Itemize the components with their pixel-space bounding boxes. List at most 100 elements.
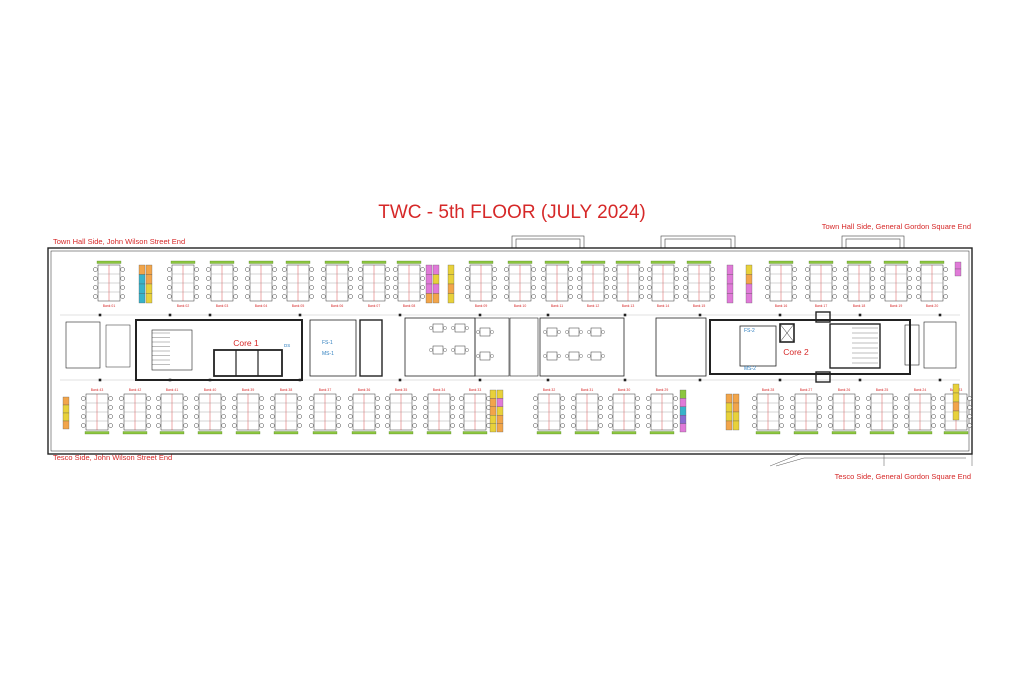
chair [167,294,172,299]
locker-stack [432,264,440,304]
bank-pedestal [907,431,933,435]
chair [560,405,565,410]
bank-label: Bank 01 [103,304,116,308]
chair [571,414,576,419]
locker [732,420,740,431]
chair [321,285,326,290]
chair [221,396,226,401]
chair [601,330,605,334]
chair [683,276,688,281]
chair [635,396,640,401]
chair [459,423,464,428]
chair [167,285,172,290]
chair [931,405,936,410]
chair [358,267,363,272]
bank-pedestal [919,260,945,264]
desk-bank: Bank 43 [81,388,113,435]
chair [843,267,848,272]
chair [940,414,945,419]
chair [167,267,172,272]
chair [108,423,113,428]
chair [183,423,188,428]
chair [233,285,238,290]
chair [577,276,582,281]
chair [940,405,945,410]
bank-pedestal [122,431,148,435]
chair [608,396,613,401]
locker [732,402,740,413]
bank-label: Bank 36 [358,388,371,392]
chair [843,276,848,281]
chair [420,267,425,272]
bank-label: Bank 38 [280,388,293,392]
locker-stack [489,389,497,433]
bank-pedestal [396,260,422,264]
column [858,313,862,317]
locker [489,415,497,424]
chair [604,267,609,272]
bank-pedestal [580,260,606,264]
chair [348,276,353,281]
bank-pedestal [170,260,196,264]
chair [232,396,237,401]
chair [805,267,810,272]
chair [710,285,715,290]
bank-pedestal [943,431,969,435]
chair [309,294,314,299]
column [208,378,212,382]
locker [432,264,440,275]
chair [348,294,353,299]
meeting-table [454,323,466,333]
chair [577,267,582,272]
locker [62,404,70,414]
chair [832,294,837,299]
column [623,313,627,317]
column [546,378,550,382]
bank-label: Bank 09 [475,304,488,308]
chair [272,285,277,290]
chair [893,405,898,410]
chair [565,330,569,334]
chair [233,276,238,281]
chair [880,285,885,290]
chair [297,414,302,419]
chair [420,285,425,290]
chair [194,396,199,401]
chair [893,423,898,428]
chair [779,396,784,401]
chair [828,396,833,401]
locker [745,274,753,285]
ds-tag: DS [284,343,290,348]
bank-pedestal [768,260,794,264]
chair [673,396,678,401]
chair [336,396,341,401]
chair [880,267,885,272]
meeting-table [568,351,580,361]
bank-pedestal [159,431,185,435]
chair [943,285,948,290]
bank-pedestal [209,260,235,264]
desk-bank: Bank 03 [206,260,238,308]
bank-pedestal [426,431,452,435]
chair [560,396,565,401]
chair [375,405,380,410]
locker-stack [447,264,455,304]
chair [348,285,353,290]
chair [674,294,679,299]
chair [321,294,326,299]
chair [167,276,172,281]
chair [916,285,921,290]
roof-structures [511,235,905,249]
locker [725,402,733,413]
chair [880,276,885,281]
locker [489,389,497,399]
chair [81,405,86,410]
chair [866,414,871,419]
chair [336,423,341,428]
chair [674,285,679,290]
chair [792,267,797,272]
bank-pedestal [507,260,533,264]
chair [598,423,603,428]
desk-bank: Bank 40 [194,388,226,435]
column [546,313,550,317]
